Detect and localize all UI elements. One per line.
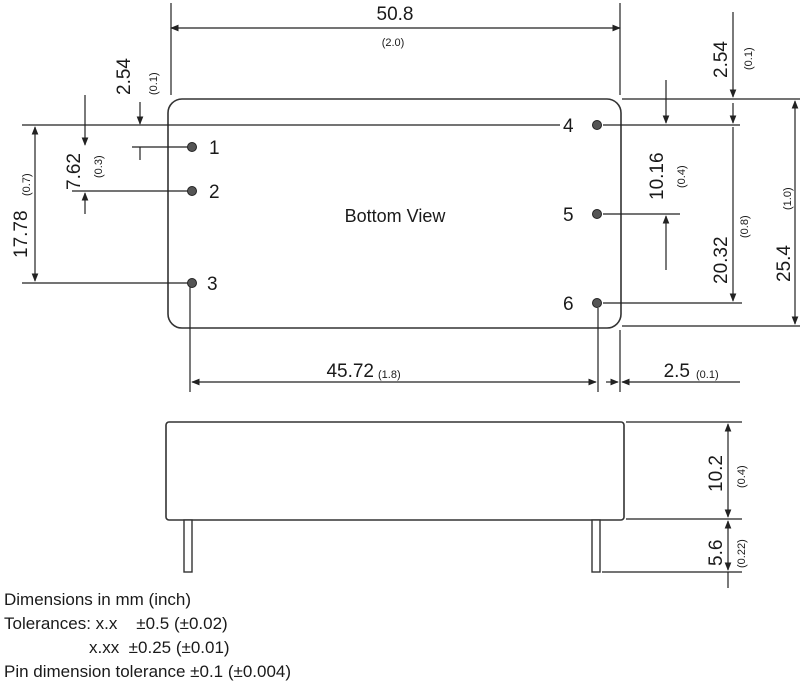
pin45-pitch-mm: 10.16 bbox=[647, 152, 668, 200]
pin1-offset-dimension: 2.54 (0.1) bbox=[114, 58, 160, 160]
bottom-view-label: Bottom View bbox=[345, 206, 447, 226]
pin-1: 1 bbox=[187, 138, 220, 159]
side-view-pin-left bbox=[183, 519, 193, 573]
pin-4-label: 4 bbox=[563, 116, 574, 137]
edge-offset-in: (0.1) bbox=[696, 369, 719, 381]
body-height-dimension: 10.2 (0.4) bbox=[706, 423, 748, 518]
pin-6-label: 6 bbox=[563, 294, 574, 315]
pin-row-height-in: (0.7) bbox=[21, 173, 33, 196]
pin-pitch-mm: 7.62 bbox=[64, 153, 85, 190]
mechanical-drawing: Bottom View 1 2 3 4 5 6 50.8 (2.0) 2.54 … bbox=[11, 3, 800, 588]
pin4-offset-mm: 2.54 bbox=[711, 41, 732, 78]
pin1-offset-mm: 2.54 bbox=[114, 58, 135, 95]
pin-5: 5 bbox=[563, 205, 602, 226]
pin-pitch-dimension: 7.62 (0.3) bbox=[64, 95, 188, 214]
pin-1-label: 1 bbox=[209, 138, 220, 159]
pin46-span-in: (0.8) bbox=[739, 215, 751, 238]
height-in: (1.0) bbox=[782, 187, 794, 210]
height-mm: 25.4 bbox=[774, 245, 795, 282]
pin-6: 6 bbox=[563, 294, 602, 315]
side-view-pin-right bbox=[591, 519, 601, 573]
width-mm: 50.8 bbox=[377, 4, 414, 25]
height-dimension: 25.4 (1.0) bbox=[774, 100, 799, 325]
pin-length-dimension: 5.6 (0.22) bbox=[706, 520, 748, 588]
body-height-mm: 10.2 bbox=[706, 455, 727, 492]
pin-3: 3 bbox=[187, 274, 218, 295]
pin45-pitch-dimension: 10.16 (0.4) bbox=[647, 80, 688, 270]
pin-pitch-in: (0.3) bbox=[93, 155, 105, 178]
tolerance-note-x-xx: x.xx ±0.25 (±0.01) bbox=[4, 638, 230, 657]
pin-span-in: (1.8) bbox=[378, 369, 401, 381]
pin-length-mm: 5.6 bbox=[706, 540, 727, 566]
pin-5-label: 5 bbox=[563, 205, 574, 226]
width-dimension: 50.8 (2.0) bbox=[170, 3, 621, 95]
notes-block: Dimensions in mm (inch) Tolerances: x.x … bbox=[4, 588, 291, 684]
pin45-pitch-in: (0.4) bbox=[676, 165, 688, 188]
pin-2-label: 2 bbox=[209, 182, 220, 203]
pin-row-height-mm: 17.78 bbox=[11, 210, 32, 258]
body-height-in: (0.4) bbox=[736, 465, 748, 488]
pin4-offset-dimension: 2.54 (0.1) bbox=[711, 12, 755, 98]
pin46-span-dimension: 20.32 (0.8) bbox=[711, 103, 751, 302]
pin1-offset-in: (0.1) bbox=[148, 72, 160, 95]
edge-offset-mm: 2.5 bbox=[664, 361, 690, 382]
pin-length-in: (0.22) bbox=[736, 539, 748, 568]
pin-2: 2 bbox=[187, 182, 220, 203]
pin4-offset-in: (0.1) bbox=[743, 47, 755, 70]
pin-tolerance-note: Pin dimension tolerance ±0.1 (±0.004) bbox=[4, 662, 292, 681]
pin-3-label: 3 bbox=[207, 274, 218, 295]
edge-offset-dimension: 2.5 (0.1) bbox=[606, 330, 740, 392]
pin-span-dimension: 45.72 (1.8) bbox=[189, 287, 599, 392]
tolerance-note-x-x: Tolerances: x.x ±0.5 (±0.02) bbox=[4, 614, 228, 633]
pin-row-height-dimension: 17.78 (0.7) bbox=[11, 124, 560, 284]
pin-4: 4 bbox=[563, 116, 602, 137]
package-outline-side-view bbox=[165, 421, 625, 521]
units-note: Dimensions in mm (inch) bbox=[4, 590, 192, 609]
width-in: (2.0) bbox=[382, 37, 405, 49]
pin46-span-mm: 20.32 bbox=[711, 236, 732, 284]
pin-span-mm: 45.72 bbox=[326, 361, 374, 382]
